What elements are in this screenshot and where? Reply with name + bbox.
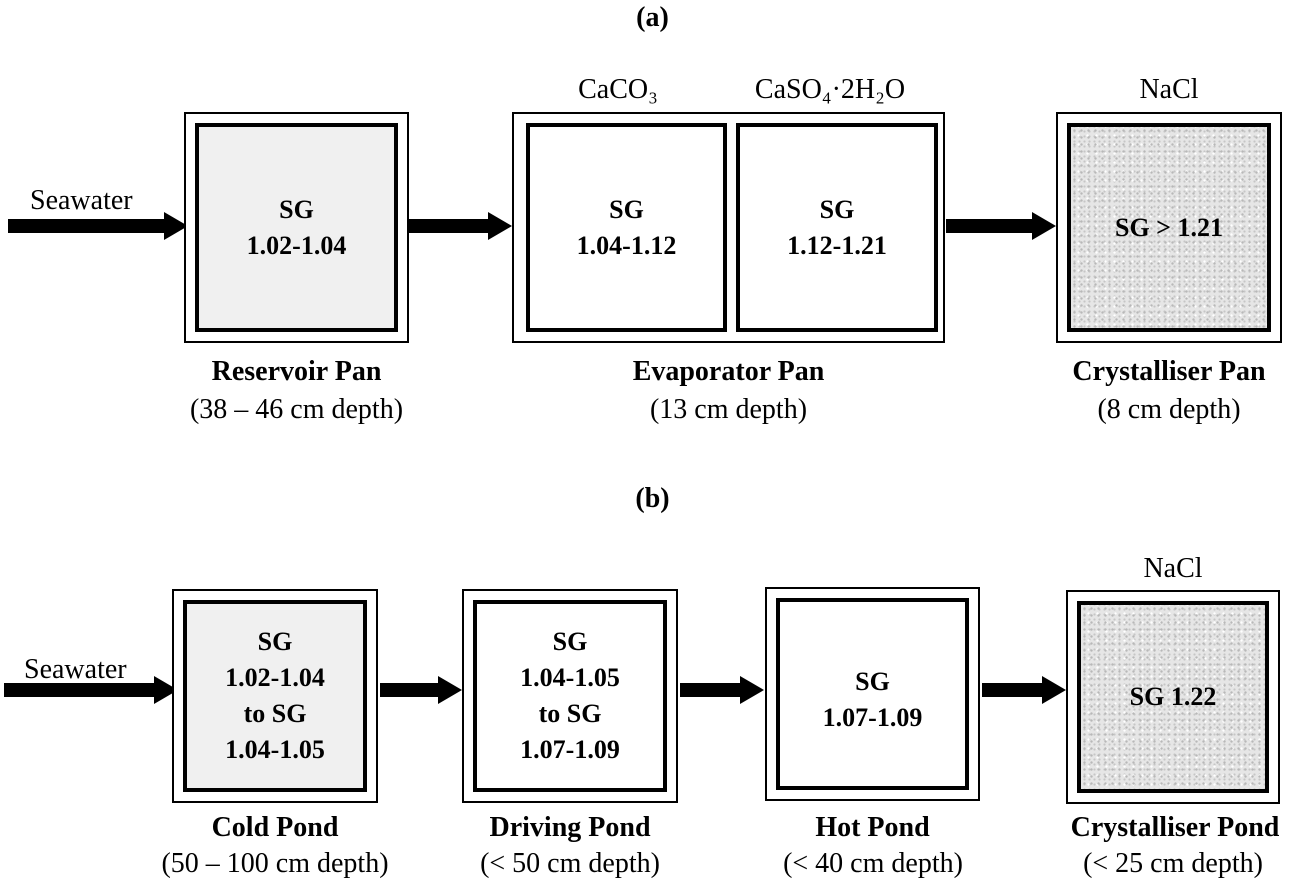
crystalliser-pan-name: Crystalliser Pan bbox=[1072, 356, 1266, 387]
cold-pond-line4: 1.04-1.05 bbox=[225, 735, 325, 764]
panel-a-label: (a) bbox=[636, 2, 669, 33]
hot-pond-line1: SG bbox=[855, 667, 890, 696]
cold-pond-depth: (50 – 100 cm depth) bbox=[161, 848, 389, 879]
cold-pond-line2: 1.02-1.04 bbox=[225, 663, 325, 692]
hot-pond-line2: 1.07-1.09 bbox=[822, 703, 923, 732]
hot-pond-outer: SG 1.07-1.09 bbox=[765, 587, 980, 801]
cold-pond-name: Cold Pond bbox=[211, 812, 339, 843]
evaporator-right-sg-range: 1.12-1.21 bbox=[787, 230, 887, 260]
crystalliser-pond-sg: SG 1.22 bbox=[1129, 682, 1217, 711]
caco3-label: CaCO₃ bbox=[578, 74, 658, 105]
cold-pond-inner: SG 1.02-1.04 to SG 1.04-1.05 bbox=[183, 600, 367, 792]
driving-pond-outer: SG 1.04-1.05 to SG 1.07-1.09 bbox=[462, 589, 678, 803]
driving-pond-line3: to SG bbox=[538, 699, 602, 728]
crystalliser-pan-inner: SG > 1.21 bbox=[1067, 123, 1271, 332]
crystalliser-pan-sg: SG > 1.21 bbox=[1115, 212, 1223, 242]
seawater-input-label-a: Seawater bbox=[30, 185, 133, 216]
evaporator-left-sg-range: 1.04-1.12 bbox=[576, 230, 677, 260]
reservoir-sg-range: 1.02-1.04 bbox=[246, 230, 347, 260]
evaporator-left-compartment: SG 1.04-1.12 bbox=[526, 123, 727, 332]
evaporator-pan-outer: SG 1.04-1.12 SG 1.12-1.21 bbox=[512, 112, 945, 343]
arrow-hot-to-crystalliser bbox=[982, 676, 1066, 704]
driving-pond-inner: SG 1.04-1.05 to SG 1.07-1.09 bbox=[473, 600, 667, 792]
driving-pond-line2: 1.04-1.05 bbox=[520, 663, 620, 692]
crystalliser-pond-depth: (< 25 cm depth) bbox=[1083, 848, 1263, 879]
evaporator-left-sg-label: SG bbox=[609, 194, 644, 224]
hot-pond-depth: (< 40 cm depth) bbox=[783, 848, 963, 879]
arrow-reservoir-to-evaporator bbox=[408, 212, 512, 240]
evaporator-right-sg-label: SG bbox=[819, 194, 855, 224]
driving-pond-line4: 1.07-1.09 bbox=[520, 735, 620, 764]
driving-pond-line1: SG bbox=[552, 627, 588, 656]
cold-pond-outer: SG 1.02-1.04 to SG 1.04-1.05 bbox=[172, 589, 378, 803]
reservoir-pan-outer: SG 1.02-1.04 bbox=[184, 112, 409, 343]
hot-pond-inner: SG 1.07-1.09 bbox=[776, 598, 969, 790]
crystalliser-pond-name: Crystalliser Pond bbox=[1070, 812, 1280, 843]
crystalliser-pond-outer: SG 1.22 bbox=[1066, 590, 1280, 804]
panel-b-label: (b) bbox=[635, 483, 670, 514]
driving-pond-name: Driving Pond bbox=[489, 812, 651, 843]
crystalliser-pan-depth: (8 cm depth) bbox=[1097, 394, 1241, 425]
driving-pond-depth: (< 50 cm depth) bbox=[480, 848, 660, 879]
reservoir-pan-depth: (38 – 46 cm depth) bbox=[189, 394, 404, 425]
arrow-cold-to-driving bbox=[380, 676, 462, 704]
crystalliser-pond-inner: SG 1.22 bbox=[1077, 601, 1269, 793]
evaporator-pan-depth: (13 cm depth) bbox=[649, 394, 808, 425]
crystalliser-pan-outer: SG > 1.21 bbox=[1056, 112, 1282, 343]
input-arrow-a bbox=[8, 212, 188, 240]
arrow-driving-to-hot bbox=[680, 676, 764, 704]
reservoir-sg-label: SG bbox=[279, 194, 314, 224]
arrow-evaporator-to-crystalliser bbox=[946, 212, 1056, 240]
nacl-label-a: NaCl bbox=[1139, 74, 1199, 105]
input-arrow-b bbox=[4, 676, 178, 704]
cold-pond-line3: to SG bbox=[243, 699, 307, 728]
reservoir-pan-inner: SG 1.02-1.04 bbox=[195, 123, 398, 332]
evaporator-pan-name: Evaporator Pan bbox=[632, 356, 825, 387]
hot-pond-name: Hot Pond bbox=[815, 812, 930, 843]
caso4-label: CaSO₄·2H₂O bbox=[754, 74, 906, 105]
reservoir-pan-name: Reservoir Pan bbox=[211, 356, 382, 387]
evaporator-right-compartment: SG 1.12-1.21 bbox=[736, 123, 938, 332]
seawater-input-label-b: Seawater bbox=[24, 654, 127, 685]
cold-pond-line1: SG bbox=[257, 627, 293, 656]
nacl-label-b: NaCl bbox=[1143, 553, 1203, 584]
